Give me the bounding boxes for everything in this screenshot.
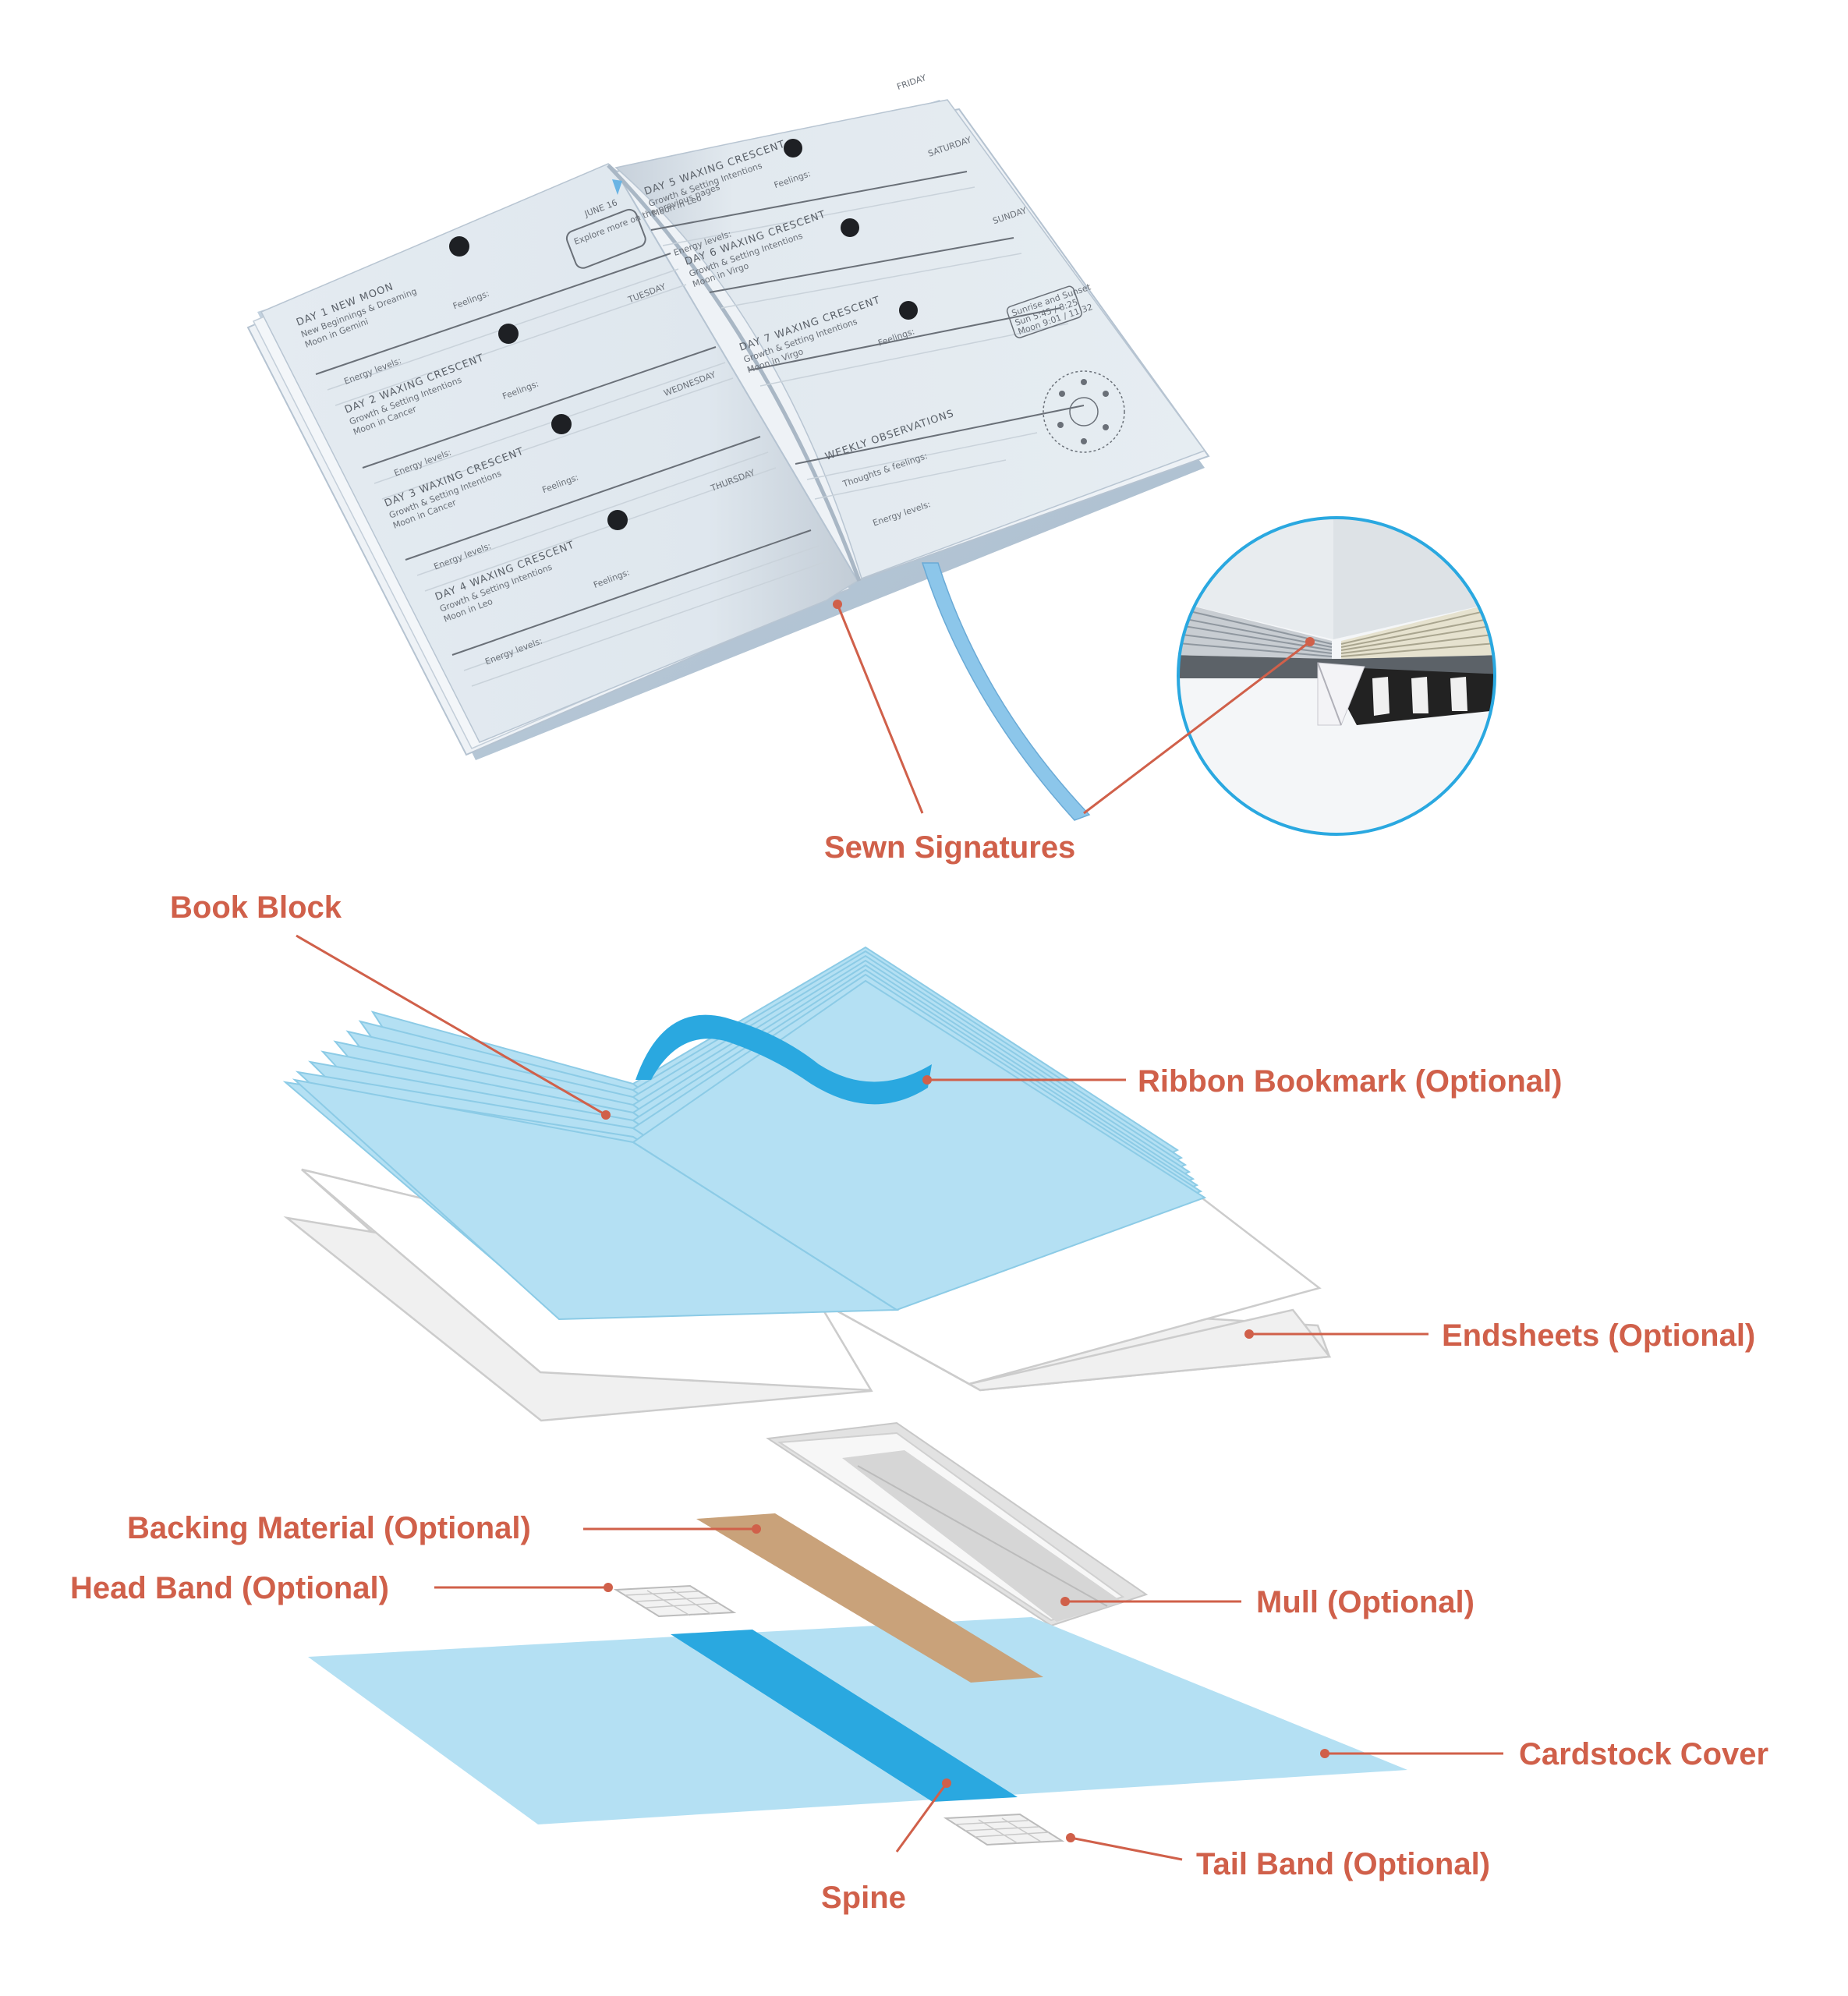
callout-sewn-signatures: Sewn Signatures [824,600,1315,865]
callout-ribbon-bookmark: Ribbon Bookmark (Optional) [922,1064,1562,1099]
notebook-ribbon [921,562,1091,821]
spine-strip [671,1630,1018,1802]
note-box [565,208,646,269]
label-head-band: Head Band (Optional) [70,1571,389,1605]
label-sewn-signatures: Sewn Signatures [824,830,1075,865]
label-tail-band: Tail Band (Optional) [1196,1847,1490,1881]
entry-weekday: FRIDAY [896,73,928,92]
book-block [282,946,1207,1321]
tail-band [943,1813,1065,1846]
callout-cardstock-cover: Cardstock Cover [1320,1737,1768,1771]
label-backing-material: Backing Material (Optional) [127,1511,531,1545]
ribbon-bookmark [635,1014,932,1105]
head-band [613,1584,737,1618]
callout-endsheets: Endsheets (Optional) [1244,1318,1755,1353]
moon-phase-icon [899,301,918,320]
callout-backing-material: Backing Material (Optional) [127,1511,761,1545]
sunday-box [1006,285,1082,338]
moon-phase-icon [841,218,859,237]
callout-head-band: Head Band (Optional) [70,1571,613,1605]
label-book-block: Book Block [170,890,342,925]
label-spine: Spine [821,1881,906,1915]
moon-phase-icon [449,236,469,257]
moon-phase-icon [551,414,572,434]
magnifier-ring [1177,516,1496,836]
callout-mull: Mull (Optional) [1060,1585,1475,1619]
moon-cycle-wheel [1043,370,1125,453]
callout-spine: Spine [821,1778,951,1915]
notebook-right-page [614,99,1206,579]
open-notebook: DAY 1 NEW MOON New Beginnings & Dreaming… [246,73,1210,821]
label-endsheets: Endsheets (Optional) [1442,1318,1755,1353]
mull [766,1421,1149,1627]
moon-phase-icon [607,510,628,530]
backing-material [696,1513,1043,1683]
callout-tail-band: Tail Band (Optional) [1066,1833,1490,1881]
moon-phase-icon [498,324,519,344]
moon-phase-icon [784,139,802,157]
label-cardstock-cover: Cardstock Cover [1519,1737,1768,1771]
label-ribbon-bookmark: Ribbon Bookmark (Optional) [1138,1064,1562,1099]
label-mull: Mull (Optional) [1256,1585,1475,1619]
callout-book-block: Book Block [170,890,611,1120]
magnifier-inset [1177,516,1496,836]
endsheet-right [804,1184,1332,1392]
